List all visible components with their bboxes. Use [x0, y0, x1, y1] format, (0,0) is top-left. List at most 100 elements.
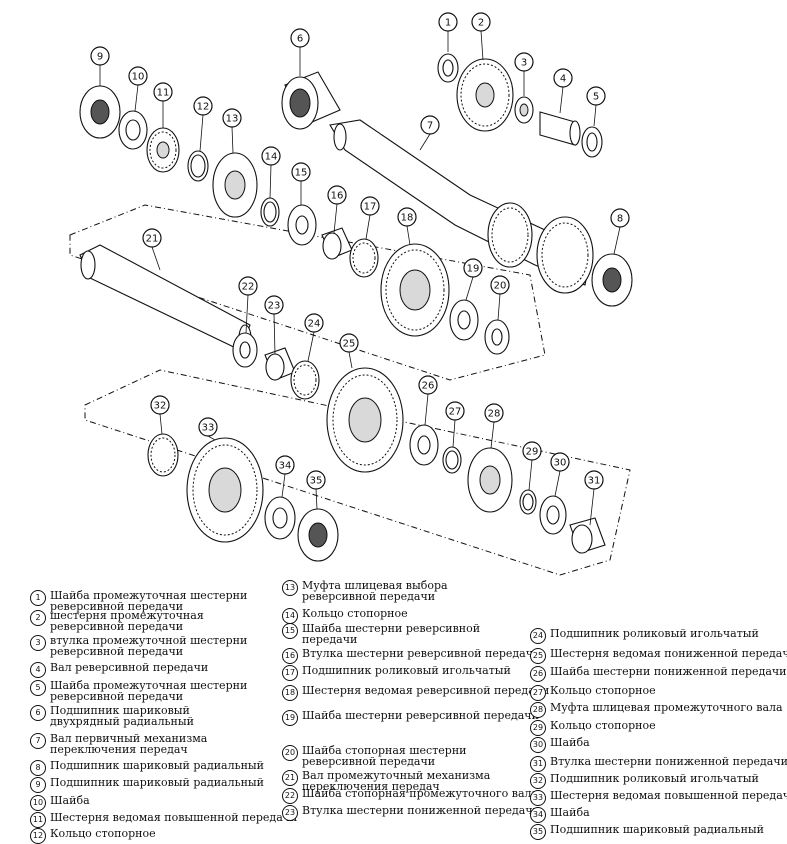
- part-bushing-16: [321, 227, 353, 260]
- svg-text:27: 27: [449, 407, 462, 418]
- part-bushing-23: [264, 347, 296, 381]
- legend-text: Шестерня ведомая пониженной передачи: [550, 647, 787, 660]
- legend-number: 3: [30, 635, 46, 651]
- part-washer-19: [449, 299, 479, 341]
- callout-32: 32: [150, 395, 170, 435]
- part-ring-27: [442, 446, 462, 474]
- svg-text:28: 28: [488, 409, 501, 420]
- svg-text:5: 5: [593, 92, 599, 103]
- svg-text:10: 10: [132, 72, 145, 83]
- legend-number: 12: [30, 828, 46, 844]
- legend-text: Втулка шестерни реверсивной передачи: [302, 647, 541, 660]
- callout-20: 20: [490, 275, 510, 321]
- legend-text: Муфта шлицевая выбора реверсивной переда…: [302, 579, 448, 603]
- legend-item: 8 Подшипник шариковый радиальный: [30, 760, 264, 776]
- svg-text:31: 31: [588, 476, 601, 487]
- svg-text:9: 9: [97, 52, 103, 63]
- svg-text:34: 34: [279, 461, 292, 472]
- part-needle-bearing-17: [349, 238, 379, 278]
- legend-item: 12 Кольцо стопорное: [30, 828, 156, 844]
- callout-6: 6: [290, 28, 310, 76]
- legend-number: 34: [530, 807, 546, 823]
- legend-number: 22: [282, 788, 298, 804]
- legend-number: 35: [530, 824, 546, 840]
- legend-number: 1: [30, 590, 46, 606]
- legend-number: 2: [30, 610, 46, 626]
- part-high-gear-33: [186, 437, 264, 543]
- legend-number: 29: [530, 720, 546, 736]
- callout-28: 28: [484, 403, 504, 449]
- svg-text:33: 33: [202, 423, 215, 434]
- svg-text:6: 6: [297, 34, 303, 45]
- callout-25: 25: [339, 333, 359, 369]
- callout-13: 13: [222, 108, 242, 154]
- svg-text:20: 20: [494, 281, 507, 292]
- part-bearing-35: [297, 508, 339, 562]
- legend-text: Подшипник шариковый радиальный: [50, 759, 265, 772]
- svg-text:11: 11: [157, 88, 170, 99]
- svg-text:7: 7: [427, 121, 433, 132]
- legend-number: 26: [530, 666, 546, 682]
- svg-text:30: 30: [554, 458, 567, 469]
- callout-33: 33: [198, 417, 218, 441]
- legend-number: 9: [30, 777, 46, 793]
- part-washer-26: [409, 424, 439, 466]
- svg-text:23: 23: [268, 301, 281, 312]
- callout-7: 7: [419, 115, 440, 151]
- legend-text: Шайба шестерни реверсивной передачи: [302, 622, 481, 646]
- part-countershaft-21: [79, 244, 252, 352]
- legend-text: Муфта шлицевая промежуточного вала: [550, 701, 783, 714]
- legend-text: Шестерня ведомая повышенной передачи: [550, 789, 787, 802]
- callout-10: 10: [128, 66, 148, 112]
- svg-text:15: 15: [295, 168, 308, 179]
- legend-number: 27: [530, 685, 546, 701]
- part-bearing-6: [281, 71, 341, 130]
- legend-number: 6: [30, 705, 46, 721]
- callout-8: 8: [610, 208, 630, 255]
- callout-4: 4: [553, 68, 573, 114]
- part-clutch-28: [467, 447, 513, 513]
- legend-number: 30: [530, 737, 546, 753]
- legend-number: 10: [30, 795, 46, 811]
- callout-15: 15: [291, 162, 311, 205]
- legend-number: 5: [30, 680, 46, 696]
- svg-text:17: 17: [364, 202, 377, 213]
- legend-item: 33 Шестерня ведомая повышенной передачи: [530, 790, 787, 806]
- legend-number: 8: [30, 760, 46, 776]
- callout-5: 5: [586, 86, 606, 127]
- legend-number: 13: [282, 580, 298, 596]
- svg-text:16: 16: [331, 191, 344, 202]
- part-washer-30: [539, 495, 567, 535]
- callout-34: 34: [275, 455, 295, 498]
- legend-number: 31: [530, 756, 546, 772]
- callout-11: 11: [153, 82, 173, 128]
- callout-24: 24: [304, 313, 324, 362]
- legend-text: Шайба шестерни реверсивной передачи: [302, 709, 539, 722]
- callout-19: 19: [463, 258, 483, 301]
- part-input-shaft-7: [329, 119, 594, 294]
- part-washer-15: [287, 204, 317, 246]
- legend-number: 33: [530, 790, 546, 806]
- legend-text: Шестерня ведомая реверсивной передачи: [302, 684, 550, 697]
- callout-22: 22: [238, 276, 258, 334]
- legend-text: Кольцо стопорное: [50, 827, 156, 840]
- callout-21: 21: [142, 228, 162, 271]
- legend-number: 21: [282, 770, 298, 786]
- legend-number: 11: [30, 812, 46, 828]
